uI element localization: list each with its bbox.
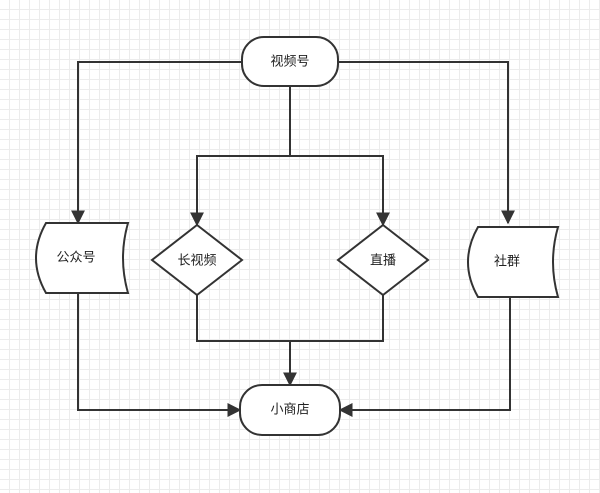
node-long-video[interactable]: 长视频 <box>150 223 244 297</box>
node-video-account[interactable]: 视频号 <box>241 36 339 87</box>
node-long-video-shape <box>150 223 244 297</box>
node-long-video-label: 长视频 <box>177 254 216 269</box>
edge-long-video-to-merge <box>196 295 290 342</box>
node-live-stream-label: 直播 <box>370 254 396 269</box>
node-community-label: 社群 <box>494 254 520 270</box>
node-official-account-shape <box>35 222 130 294</box>
edge-official-to-mini-shop <box>77 293 242 417</box>
edge-split-to-long-video <box>190 155 290 227</box>
node-community-shape <box>467 226 560 298</box>
node-community[interactable]: 社群 <box>467 226 560 298</box>
edge-live-stream-to-merge <box>290 295 384 342</box>
node-live-stream-shape <box>336 223 430 297</box>
node-video-account-label: 视频号 <box>270 55 309 70</box>
node-video-account-shape <box>241 36 339 87</box>
node-live-stream[interactable]: 直播 <box>336 223 430 297</box>
edge-community-to-mini-shop <box>338 297 511 417</box>
node-mini-shop-label: 小商店 <box>270 403 309 418</box>
node-mini-shop[interactable]: 小商店 <box>239 384 341 436</box>
node-mini-shop-shape <box>239 384 341 436</box>
edge-video-to-official <box>71 61 242 225</box>
node-official-account-label: 公众号 <box>56 251 95 266</box>
edge-video-to-community <box>338 61 515 225</box>
node-official-account[interactable]: 公众号 <box>35 222 130 294</box>
edge-split-to-live-stream <box>290 155 390 227</box>
